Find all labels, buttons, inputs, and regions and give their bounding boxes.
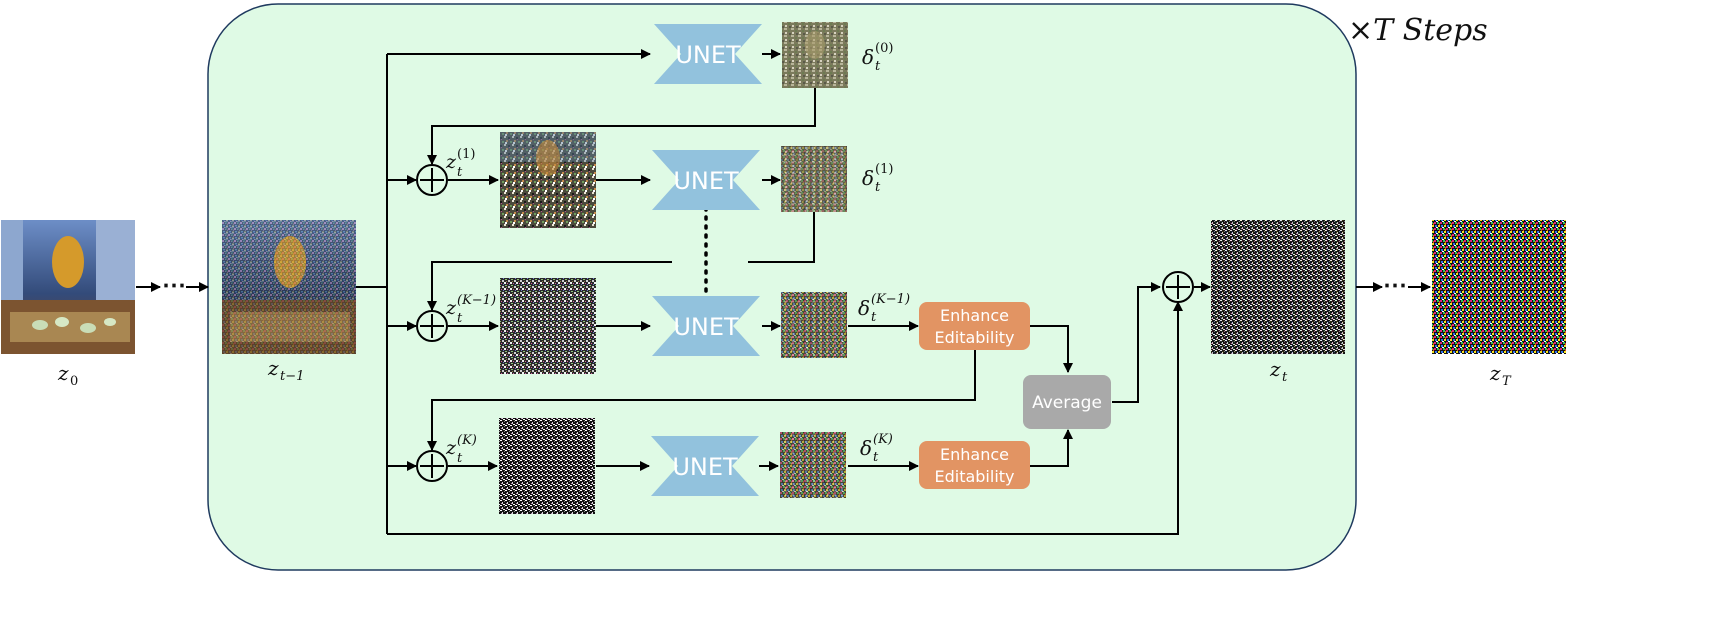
- svg-text:0: 0: [70, 374, 78, 389]
- svg-text:Enhance: Enhance: [940, 445, 1009, 464]
- image-delta-rowK: [780, 432, 846, 498]
- image-delta-rowK1: [781, 292, 847, 358]
- unet-block-rowK1: UNET: [652, 296, 760, 356]
- label-z-rowK1: z (K−1) t: [445, 293, 496, 326]
- ellipsis-left: ⋯: [162, 270, 186, 299]
- image-z-prev: [222, 220, 356, 354]
- label-delta-rowK: δ (K) t: [860, 432, 893, 465]
- image-z-rowK: [499, 418, 595, 514]
- svg-text:t: t: [1282, 370, 1288, 385]
- input-image-z0: [1, 220, 135, 354]
- average-box: Average: [1023, 375, 1111, 429]
- svg-text:δ: δ: [858, 296, 870, 320]
- unet-block-rowK: UNET: [651, 436, 759, 496]
- unet-block-row0: UNET: [654, 24, 762, 84]
- svg-text:z: z: [445, 297, 457, 319]
- svg-text:t: t: [457, 311, 463, 326]
- svg-text:Enhance: Enhance: [940, 306, 1009, 325]
- svg-text:t: t: [875, 180, 881, 195]
- label-z0: z 0: [57, 361, 78, 389]
- label-z-t: z t: [1269, 357, 1288, 385]
- svg-text:t: t: [875, 59, 881, 74]
- sum-node-rowK: [416, 450, 448, 482]
- svg-text:(K−1): (K−1): [871, 292, 910, 307]
- image-z-rowK1: [500, 278, 596, 374]
- svg-text:Average: Average: [1032, 393, 1102, 413]
- label-z-row1: z (1) t: [445, 147, 475, 180]
- svg-text:δ: δ: [862, 45, 874, 69]
- label-z-prev: z t−1: [267, 356, 304, 384]
- label-delta-row0: δ (0) t: [862, 41, 893, 74]
- svg-text:(K−1): (K−1): [457, 293, 496, 308]
- enhance-editability-box-K: Enhance Editability: [919, 441, 1030, 489]
- svg-text:t−1: t−1: [280, 369, 304, 384]
- label-delta-rowK1: δ (K−1) t: [858, 292, 910, 325]
- image-z-t: [1211, 220, 1345, 354]
- svg-text:z: z: [445, 437, 457, 459]
- connectors: [356, 49, 1431, 535]
- svg-text:UNET: UNET: [673, 313, 739, 341]
- svg-text:z: z: [1489, 361, 1501, 385]
- svg-text:(K): (K): [457, 433, 477, 448]
- svg-text:z: z: [267, 356, 279, 380]
- svg-text:UNET: UNET: [673, 167, 739, 195]
- svg-text:z: z: [57, 361, 69, 385]
- enhance-editability-box-K1: Enhance Editability: [919, 302, 1030, 350]
- svg-text:t: t: [457, 165, 463, 180]
- svg-text:(1): (1): [457, 147, 475, 162]
- unet-block-row1: UNET: [652, 150, 760, 210]
- svg-text:z: z: [445, 151, 457, 173]
- image-z-T: [1432, 220, 1566, 354]
- svg-text:(1): (1): [875, 162, 893, 177]
- svg-text:(0): (0): [875, 41, 893, 56]
- image-delta-row1: [781, 146, 847, 212]
- svg-text:δ: δ: [860, 436, 872, 460]
- image-delta-row0: [782, 22, 848, 88]
- label-delta-row1: δ (1) t: [862, 162, 893, 195]
- svg-text:(K): (K): [873, 432, 893, 447]
- svg-text:t: t: [457, 451, 463, 466]
- image-z-row1: [500, 132, 596, 228]
- svg-text:z: z: [1269, 357, 1281, 381]
- svg-text:Editability: Editability: [934, 328, 1014, 347]
- steps-label: ×T Steps: [1348, 13, 1488, 48]
- svg-text:t: t: [871, 310, 877, 325]
- sum-node-final: [1162, 271, 1194, 303]
- svg-text:δ: δ: [862, 166, 874, 190]
- svg-text:T: T: [1502, 374, 1512, 389]
- sum-node-rowK1: [416, 310, 448, 342]
- svg-text:UNET: UNET: [675, 41, 741, 69]
- ellipsis-right: ⋯: [1383, 270, 1407, 299]
- svg-text:UNET: UNET: [672, 453, 738, 481]
- label-z-T: z T: [1489, 361, 1512, 389]
- label-z-rowK: z (K) t: [445, 433, 477, 466]
- svg-text:Editability: Editability: [934, 467, 1014, 486]
- svg-text:t: t: [873, 450, 879, 465]
- sum-node-row1: [416, 164, 448, 196]
